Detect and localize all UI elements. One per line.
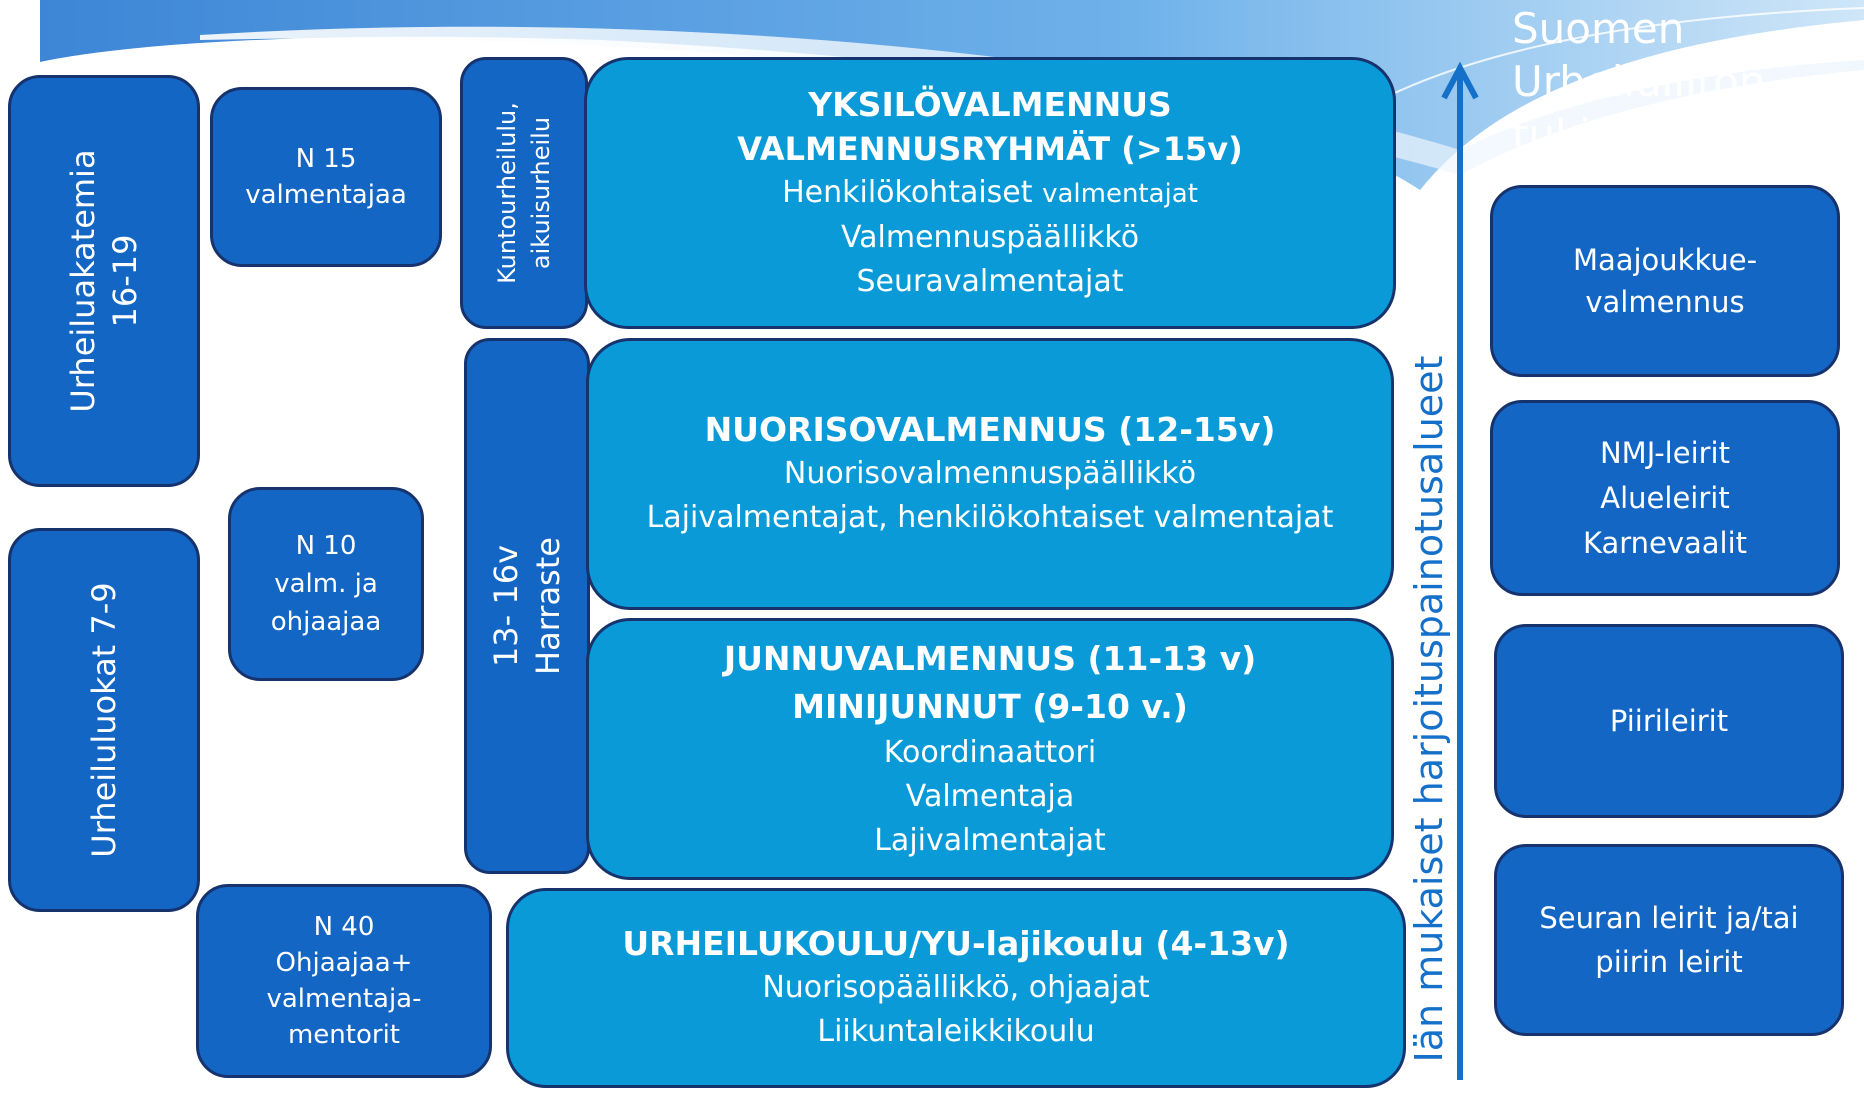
nuoriso-line: Lajivalmentajat, henkilökohtaiset valmen… bbox=[646, 500, 1334, 535]
leirit-line: NMJ-leirit bbox=[1599, 435, 1730, 470]
school-classes-label: Urheiluluokat 7-9 bbox=[85, 582, 123, 858]
yksilo-line: Seuravalmentajat bbox=[856, 263, 1124, 299]
junnu-line: Valmentaja bbox=[905, 779, 1075, 814]
yksilo-subtitle: VALMENNUSRYHMÄT (>15v) bbox=[737, 129, 1243, 168]
piirileirit-box: Piirileirit bbox=[1494, 624, 1844, 818]
maajoukkue-line: valmennus bbox=[1585, 285, 1745, 319]
nuoriso-title: NUORISOVALMENNUS (12-15v) bbox=[704, 410, 1276, 449]
n10-count: N 10 bbox=[295, 531, 357, 561]
header-line: Suomen bbox=[1512, 4, 1685, 53]
n10-box: N 10 valm. ja ohjaajaa bbox=[228, 487, 424, 681]
leirit-line: Karnevaalit bbox=[1582, 525, 1748, 560]
leirit-line: Alueleirit bbox=[1600, 480, 1730, 515]
seuraleirit-box: Seuran leirit ja/tai piirin leirit bbox=[1494, 844, 1844, 1036]
yksilovalmennus-box: YKSILÖVALMENNUS VALMENNUSRYHMÄT (>15v) H… bbox=[584, 57, 1396, 329]
yksilo-coaches: valmentajat bbox=[1042, 178, 1198, 209]
n15-role: valmentajaa bbox=[245, 180, 407, 210]
n40-role: mentorit bbox=[287, 1020, 400, 1050]
junnu-line: Koordinaattori bbox=[883, 735, 1097, 770]
training-focus-arrow bbox=[1441, 61, 1479, 1080]
header-swoosh bbox=[40, 0, 1864, 190]
yksilo-line: Valmennuspäällikkö bbox=[840, 219, 1140, 255]
urheilukoulu-line: Liikuntaleikkikoulu bbox=[817, 1014, 1095, 1049]
header-line: Urheiluliiton bbox=[1512, 57, 1766, 106]
header-title: Suomen Urheiluliiton tukipalvelut bbox=[1512, 2, 1765, 161]
harraste-age: 13- 16v bbox=[487, 544, 525, 668]
n40-role: Ohjaajaa+ bbox=[275, 948, 413, 978]
academy-label: Urheiluakatemia bbox=[64, 149, 102, 413]
n40-box: N 40 Ohjaajaa+ valmentaja- mentorit bbox=[196, 884, 492, 1078]
maajoukkue-box: Maajoukkue- valmennus bbox=[1490, 185, 1840, 377]
yksilo-title: YKSILÖVALMENNUS bbox=[808, 84, 1172, 124]
harraste-box: 13- 16v Harraste bbox=[464, 338, 590, 874]
piirileirit-label: Piirileirit bbox=[1609, 704, 1729, 738]
axis-label: Iän mukaiset harjoituspainotusalueet bbox=[1407, 355, 1451, 1063]
n10-role: valm. ja bbox=[274, 569, 378, 599]
kunto-box: Kuntourheilulu, aikuisurheilu bbox=[460, 57, 588, 329]
nuorisovalmennus-box: NUORISOVALMENNUS (12-15v) Nuorisovalmenn… bbox=[586, 338, 1394, 610]
maajoukkue-line: Maajoukkue- bbox=[1572, 243, 1758, 277]
kunto-label: aikuisurheilu bbox=[527, 116, 555, 270]
junnuvalmennus-box: JUNNUVALMENNUS (11-13 v) MINIJUNNUT (9-1… bbox=[586, 618, 1394, 880]
junnu-subtitle: MINIJUNNUT (9-10 v.) bbox=[792, 687, 1188, 726]
academy-age: 16-19 bbox=[106, 234, 144, 328]
academy-box: Urheiluakatemia 16-19 bbox=[8, 75, 200, 487]
yksilo-personal: Henkilökohtaiset bbox=[782, 174, 1033, 210]
urheilukoulu-title: URHEILUKOULU/YU-lajikoulu (4-13v) bbox=[622, 924, 1290, 963]
seuraleirit-line: piirin leirit bbox=[1595, 945, 1743, 979]
school-classes-box: Urheiluluokat 7-9 bbox=[8, 528, 200, 912]
urheilukoulu-line: Nuorisopäällikkö, ohjaajat bbox=[762, 970, 1150, 1005]
header-line: tukipalvelut bbox=[1512, 110, 1761, 159]
urheilukoulu-box: URHEILUKOULU/YU-lajikoulu (4-13v) Nuoris… bbox=[506, 888, 1406, 1088]
leirit-box: NMJ-leirit Alueleirit Karnevaalit bbox=[1490, 400, 1840, 596]
junnu-title: JUNNUVALMENNUS (11-13 v) bbox=[723, 639, 1257, 678]
n15-box: N 15 valmentajaa bbox=[210, 87, 442, 267]
yksilo-line: Henkilökohtaiset valmentajat bbox=[782, 171, 1198, 216]
kunto-label: Kuntourheilulu, bbox=[493, 102, 521, 284]
n40-role: valmentaja- bbox=[266, 984, 422, 1014]
harraste-label: Harraste bbox=[529, 537, 567, 675]
n40-count: N 40 bbox=[313, 912, 375, 942]
n15-count: N 15 bbox=[295, 144, 357, 174]
seuraleirit-line: Seuran leirit ja/tai bbox=[1539, 901, 1799, 935]
junnu-line: Lajivalmentajat bbox=[874, 823, 1106, 858]
n10-role: ohjaajaa bbox=[270, 607, 382, 637]
nuoriso-line: Nuorisovalmennuspäällikkö bbox=[783, 456, 1197, 491]
